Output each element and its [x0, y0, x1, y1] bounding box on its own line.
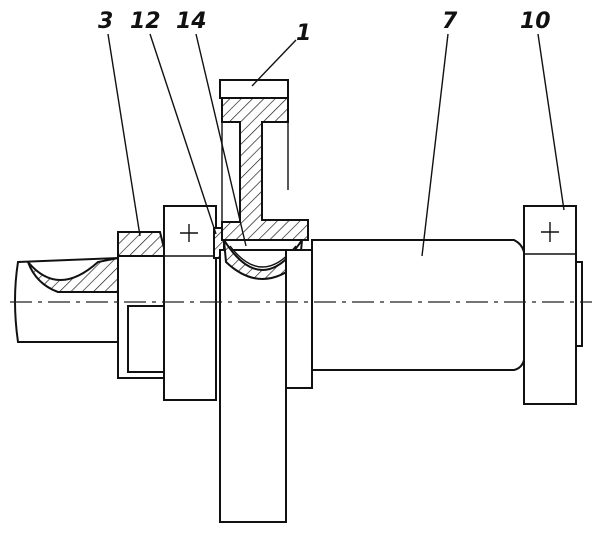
leader-14 [195, 33, 247, 247]
label-part-3: 3 [98, 9, 113, 34]
leader-1 [251, 39, 297, 87]
collar-part-3-inner [127, 305, 165, 373]
label-part-14: 14 [176, 9, 207, 34]
main-shaft-part-7 [311, 239, 525, 371]
label-part-10: 10 [520, 9, 551, 34]
hub-extension-right [285, 249, 313, 389]
stub-cut-section [27, 256, 119, 293]
shaft-end-right [575, 261, 583, 347]
bearing-housing-left [163, 205, 217, 401]
gear-rim-top [219, 79, 289, 99]
gear-web-section [221, 97, 309, 241]
label-part-12: 12 [130, 9, 161, 34]
leader-10 [537, 33, 565, 211]
cup-part-14 [223, 239, 303, 280]
gear-hub-lower [219, 249, 287, 523]
label-part-7: 7 [442, 9, 458, 34]
gear-body-outline [221, 98, 289, 240]
leader-12 [149, 33, 217, 235]
leader-3 [107, 33, 141, 237]
leader-7 [421, 33, 449, 257]
collar-part-3-section [117, 231, 168, 257]
label-part-1: 1 [296, 21, 311, 46]
